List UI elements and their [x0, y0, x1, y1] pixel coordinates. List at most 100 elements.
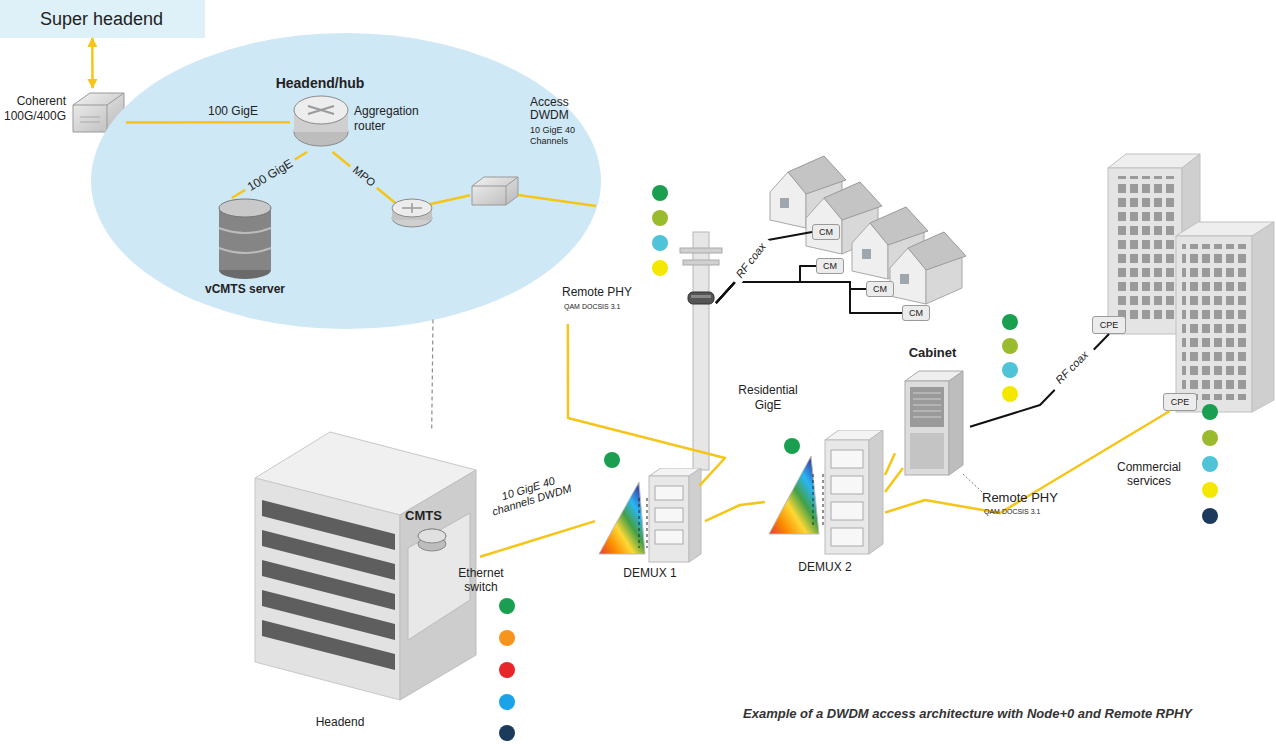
graphic-circle [1202, 404, 1218, 420]
server-icon [216, 198, 274, 280]
server-node: vCMTS server [190, 198, 300, 300]
cable-modem: CM [812, 224, 840, 240]
node-title: vCMTS server [190, 282, 300, 297]
node-title: Cabinet [895, 345, 970, 361]
node-title: Access DWDM [530, 96, 602, 122]
link-label: 100 GigE [198, 104, 268, 118]
link-label: RF coax [729, 235, 772, 286]
graphic-circle [1002, 314, 1018, 330]
coax-link [970, 334, 1109, 427]
graphic-rect [683, 260, 719, 265]
fiber-label: Residential GigE [730, 383, 806, 413]
node-title: CMTS [405, 508, 465, 524]
graphic-polygon [262, 620, 395, 670]
cabinet-node: Cabinet [895, 345, 970, 477]
graphic-circle [652, 185, 668, 201]
switch-label: Ethernet switch [448, 566, 514, 594]
graphic-polygon [869, 430, 883, 554]
graphic-rect [680, 248, 722, 253]
graphic-polygon [255, 478, 400, 700]
node-title: Coherent 100G/400G [2, 94, 66, 124]
graphic-circle [499, 725, 515, 741]
graphic-path [813, 474, 823, 528]
link-label: RF coax [1048, 343, 1097, 392]
node-title: CM [873, 284, 887, 295]
headend-node: CMTS Headend [250, 430, 480, 732]
node-title: DEMUX 1 [595, 566, 705, 580]
cpe-box: CPE [1092, 316, 1126, 334]
graphic-circle [1202, 482, 1218, 498]
office-buildings [1108, 154, 1274, 412]
graphic-line [518, 195, 596, 206]
cable-modem: CM [866, 281, 894, 297]
node-title: Super headend [40, 8, 163, 30]
link-label: Commercial services [1106, 460, 1192, 488]
node-title: CM [823, 261, 837, 272]
hub-region: Headend/hubAggregation routervCMTS serve… [90, 32, 602, 330]
icon-holder [595, 468, 705, 564]
cable-modem: CM [816, 258, 844, 274]
graphic-path [639, 498, 647, 548]
graphic-circle [1002, 362, 1018, 378]
node-title: Aggregation router [354, 104, 432, 134]
graphic-circle [499, 694, 515, 710]
graphic-path [472, 177, 518, 205]
graphic-rect [1114, 176, 1176, 324]
graphic-path [913, 393, 941, 417]
node-text: Headend [280, 715, 400, 730]
graphic-ellipse [418, 529, 446, 543]
device-label: Remote PHY [982, 490, 1058, 505]
graphic-circle [499, 662, 515, 678]
graphic-polygon [1252, 222, 1274, 412]
graphic-circle [1202, 430, 1218, 446]
graphic-ellipse [418, 529, 446, 543]
graphic-ellipse [91, 33, 601, 329]
graphic-rect [1108, 168, 1182, 334]
graphic-polygon [599, 482, 645, 554]
fiber-link [232, 152, 307, 198]
graphic-rect [655, 508, 683, 522]
graphic-rect [831, 476, 863, 494]
node-title: CM [909, 308, 923, 319]
graphic-rect [691, 295, 711, 298]
graphic-rect [1176, 236, 1252, 412]
node-title: CM [819, 227, 833, 238]
link-label: 10 GigE 40 channels DWDM [483, 469, 578, 519]
access-dwdm-node: Access DWDM10 GigE 40 Channels [470, 96, 602, 210]
link-label: MPO [347, 161, 382, 192]
fiber-link [568, 324, 725, 486]
graphic-circle [652, 235, 668, 251]
node-title: CPE [1100, 320, 1119, 331]
graphic-circle [1002, 338, 1018, 354]
demux-icon [595, 468, 705, 564]
utility-pole [680, 232, 722, 470]
fiber-link [333, 152, 470, 210]
graphic-path [219, 228, 271, 253]
graphic-rect [655, 530, 683, 544]
fiber-link [126, 121, 290, 124]
icon-holder [470, 174, 520, 208]
device-sublabel: QAM DOCSIS 3.1 [984, 507, 1040, 516]
coax-link [716, 266, 816, 303]
fiber-link [705, 502, 765, 521]
graphic-circle [499, 598, 515, 614]
node-text: QAM DOCSIS 3.1 [564, 302, 684, 311]
icon-holder [903, 367, 965, 477]
router-icon [290, 92, 352, 150]
graphic-rect [688, 292, 714, 304]
remote-phy-device [687, 290, 715, 306]
headend-building [255, 432, 476, 700]
graphic-rect [831, 450, 863, 468]
graphic-ellipse [219, 199, 271, 217]
link-label: 100 GigE [242, 154, 299, 196]
icon-holder [687, 290, 715, 306]
graphic-polygon [769, 456, 819, 534]
graphic-polygon [689, 468, 701, 562]
graphic-rect [655, 486, 683, 500]
fiber-link [885, 453, 895, 475]
graphic-circle [784, 438, 800, 454]
demux-node: DEMUX 1 [595, 468, 705, 586]
